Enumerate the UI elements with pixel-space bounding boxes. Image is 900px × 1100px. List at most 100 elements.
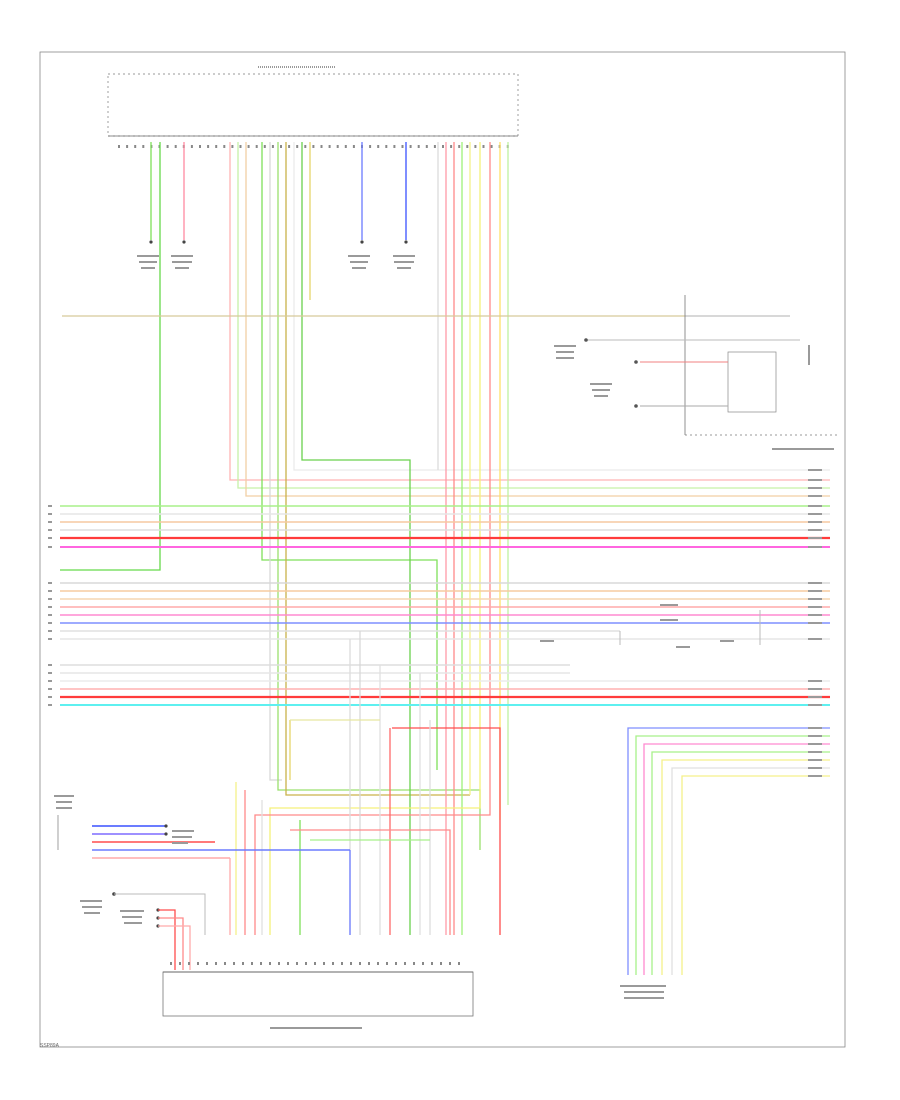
bottom-pin-marker (251, 962, 253, 965)
top-pin-labels (118, 145, 509, 148)
top-pin-marker (433, 145, 436, 148)
top-pin-marker (231, 145, 234, 148)
top-pin-marker (288, 145, 291, 148)
bottom-pin-marker (395, 962, 397, 965)
top-pin-marker (336, 145, 339, 148)
bottom-pin-marker (224, 962, 226, 965)
bottom-pin-marker (278, 962, 280, 965)
top-pin-marker (271, 145, 274, 148)
top-wires (60, 142, 830, 935)
bottom-pin-marker (197, 962, 199, 965)
bottom-panel-label (270, 1027, 362, 1029)
bottom-pin-marker (404, 962, 406, 965)
top-pin-marker (344, 145, 347, 148)
top-pin-marker (174, 145, 177, 148)
top-pin-marker (255, 145, 258, 148)
top-pin-marker (458, 145, 461, 148)
lower-wires (235, 631, 501, 935)
top-pin-marker (190, 145, 193, 148)
top-pin-marker (417, 145, 420, 148)
bottom-pin-marker (323, 962, 325, 965)
bottom-pin-marker (260, 962, 262, 965)
bottom-panel-box (162, 971, 474, 1017)
bottom-pin-marker (377, 962, 379, 965)
top-pin-marker (296, 145, 299, 148)
bottom-pin-marker (449, 962, 451, 965)
right-pin-labels (808, 469, 822, 777)
bottom-pin-marker (242, 962, 244, 965)
bottom-pin-marker (341, 962, 343, 965)
top-pin-marker (312, 145, 315, 148)
bottom-pin-marker (287, 962, 289, 965)
top-pin-marker (134, 145, 137, 148)
top-pin-marker (385, 145, 388, 148)
top-pin-marker (442, 145, 444, 148)
top-pin-marker (482, 145, 485, 148)
splice-dots (149, 240, 408, 244)
top-pin-marker (401, 145, 404, 148)
top-pin-marker (215, 145, 218, 148)
bottom-pin-markers (170, 962, 460, 965)
top-pin-marker (166, 145, 169, 148)
top-pin-marker (126, 145, 129, 148)
bottom-pin-marker (269, 962, 271, 965)
bottom-pin-marker (233, 962, 235, 965)
bottom-pin-marker (458, 962, 460, 965)
harness-group-1 (60, 505, 830, 548)
bottom-pin-marker (179, 962, 181, 965)
caption-blocks (137, 255, 415, 269)
bottom-pin-marker (296, 962, 298, 965)
bottom-pin-marker (332, 962, 334, 965)
bottom-pin-marker (170, 962, 172, 965)
top-pin-marker (409, 145, 412, 148)
top-pin-marker (118, 145, 120, 148)
bottom-pin-marker (206, 962, 208, 965)
bottom-pin-marker (431, 962, 433, 965)
bottom-pin-marker (440, 962, 442, 965)
right-bottom-component (620, 727, 830, 999)
top-pin-marker (207, 145, 210, 148)
top-pin-marker (199, 145, 201, 148)
top-pin-marker (304, 145, 307, 148)
top-pin-marker (466, 145, 469, 148)
top-pin-marker (142, 145, 145, 148)
harness-group-2 (60, 582, 830, 640)
top-pin-marker (425, 145, 428, 148)
top-pin-marker (369, 145, 372, 148)
top-pin-marker (280, 145, 282, 148)
left-pin-numbers (48, 505, 52, 706)
bottom-pin-marker (188, 962, 190, 965)
harness-group-3 (60, 664, 830, 706)
top-pin-marker (223, 145, 226, 148)
bottom-pin-marker (422, 962, 424, 965)
top-pin-marker (328, 145, 331, 148)
wire-green-2 (60, 142, 161, 571)
diagram-frame (39, 51, 846, 1048)
bottom-pin-marker (368, 962, 370, 965)
top-pin-marker (474, 145, 477, 148)
bottom-pin-marker (386, 962, 388, 965)
engine-control-module (554, 295, 838, 450)
top-component (107, 66, 519, 148)
top-pin-marker (352, 145, 355, 148)
top-component-box (107, 73, 519, 137)
top-pin-marker (490, 145, 493, 148)
left-bottom-component (54, 795, 351, 970)
bottom-pin-marker (359, 962, 361, 965)
bottom-panel (162, 962, 474, 1029)
right-splice-area (540, 604, 761, 648)
top-pin-marker (450, 145, 453, 148)
bottom-pin-marker (314, 962, 316, 965)
top-pin-marker (247, 145, 250, 148)
top-pin-marker (320, 145, 323, 148)
top-pin-marker (263, 145, 266, 148)
top-pin-marker (239, 145, 242, 148)
top-pin-marker (377, 145, 380, 148)
footer-code: SSP89A (40, 1043, 59, 1049)
bottom-pin-marker (215, 962, 217, 965)
bottom-pin-marker (350, 962, 352, 965)
bottom-pin-marker (413, 962, 415, 965)
top-pin-marker (393, 145, 396, 148)
bottom-pin-marker (305, 962, 307, 965)
